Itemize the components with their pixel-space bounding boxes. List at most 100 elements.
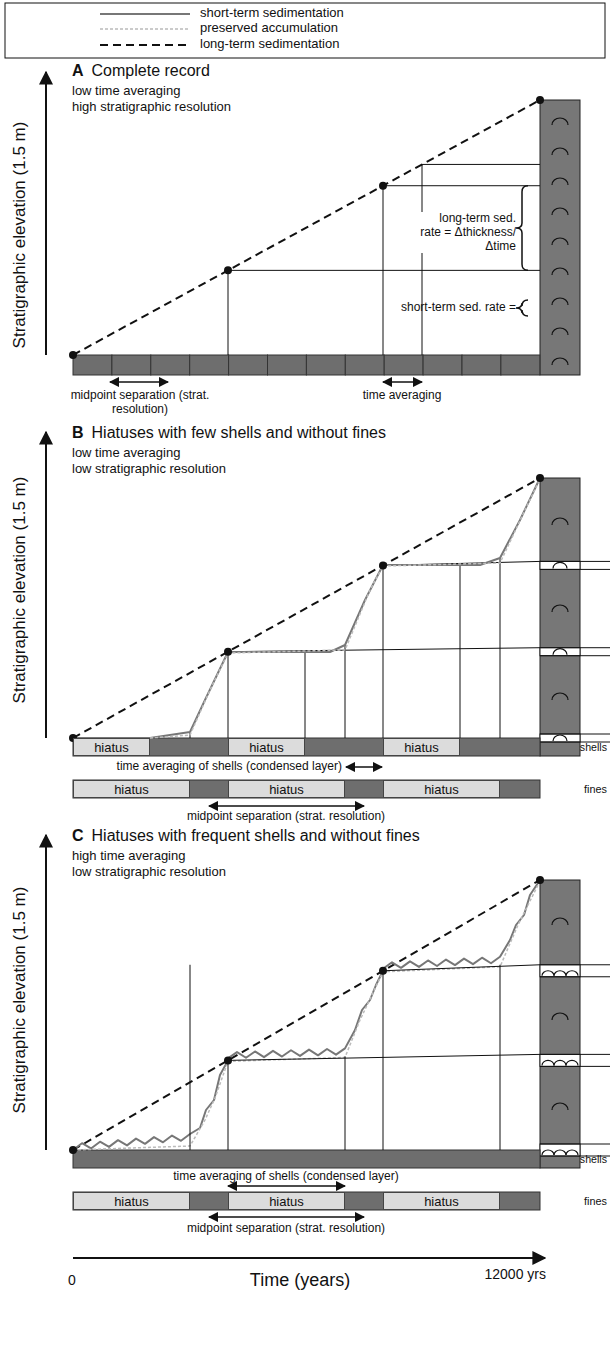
panel-note: high time averaging bbox=[72, 849, 185, 864]
sediment-column bbox=[540, 100, 580, 375]
hiatus-band: hiatus bbox=[228, 738, 305, 756]
shell-symbol bbox=[552, 238, 568, 245]
shell-symbol bbox=[554, 1060, 566, 1065]
y-axis-arrow bbox=[45, 432, 47, 738]
hiatus-band: hiatus bbox=[73, 1192, 190, 1210]
double-arrow bbox=[209, 805, 364, 807]
guide-line bbox=[422, 164, 423, 355]
band-label: hiatus bbox=[269, 1194, 304, 1209]
bar-label: fines bbox=[584, 783, 607, 795]
time-bin bbox=[345, 355, 384, 375]
panel-letter: B bbox=[72, 424, 84, 442]
age-point bbox=[69, 1146, 77, 1154]
shell-bar bbox=[73, 1150, 540, 1168]
shell-symbol bbox=[552, 268, 568, 275]
band-label: hiatus bbox=[249, 740, 284, 755]
panel-title: Complete record bbox=[92, 62, 210, 80]
guide-line bbox=[383, 186, 384, 355]
time-bin bbox=[73, 355, 112, 375]
shell-symbol bbox=[554, 971, 566, 976]
guide-line bbox=[228, 1054, 540, 1060]
hiatus-band: hiatus bbox=[383, 738, 460, 756]
panel-title: Hiatuses with frequent shells and withou… bbox=[92, 827, 420, 845]
short-term-line bbox=[73, 880, 540, 1150]
shell-symbol bbox=[553, 562, 567, 568]
legend-text: preserved accumulation bbox=[200, 21, 338, 36]
shell-symbol bbox=[566, 1060, 578, 1065]
shell-symbol bbox=[552, 693, 568, 700]
band-label: hiatus bbox=[114, 782, 149, 797]
age-point bbox=[536, 96, 544, 104]
guide-line bbox=[540, 647, 610, 648]
guide-line bbox=[305, 652, 306, 738]
time-bin bbox=[229, 355, 268, 375]
band-label: hiatus bbox=[424, 1194, 459, 1209]
time-bin bbox=[462, 355, 501, 375]
y-axis-arrow bbox=[45, 72, 47, 355]
double-arrow bbox=[346, 766, 382, 768]
fines-bar bbox=[73, 780, 540, 798]
age-point bbox=[224, 1056, 232, 1064]
legend-text: short-term sedimentation bbox=[200, 6, 344, 21]
preserved-line bbox=[73, 881, 540, 1150]
shell-symbol bbox=[552, 328, 568, 335]
guide-line bbox=[540, 569, 610, 570]
hiatus-band: hiatus bbox=[73, 738, 150, 756]
condensed-layer bbox=[540, 561, 580, 569]
hiatus-band: hiatus bbox=[383, 1192, 500, 1210]
guide-line bbox=[540, 1144, 610, 1145]
age-point bbox=[379, 561, 387, 569]
panel-note: low stratigraphic resolution bbox=[72, 462, 226, 477]
guide-line bbox=[540, 561, 610, 562]
annotation: long-term sed. rate = Δthickness/Δtime bbox=[418, 212, 516, 253]
hiatus-band: hiatus bbox=[383, 780, 500, 798]
guide-line bbox=[383, 971, 384, 1150]
shell-symbol bbox=[552, 118, 568, 125]
annotation: midpoint separation (strat. resolution) bbox=[126, 1222, 446, 1236]
legend-sample bbox=[100, 13, 190, 15]
panel-note: low stratigraphic resolution bbox=[72, 865, 226, 880]
bar-label: shells bbox=[580, 741, 607, 753]
guide-line bbox=[345, 1056, 346, 1150]
band-label: hiatus bbox=[269, 782, 304, 797]
panel-title: Hiatuses with few shells and without fin… bbox=[92, 424, 386, 442]
y-axis-arrow bbox=[45, 835, 47, 1150]
shell-symbol bbox=[542, 1150, 554, 1155]
age-point bbox=[536, 876, 544, 884]
hiatus-band: hiatus bbox=[228, 780, 345, 798]
guide-line bbox=[228, 1060, 229, 1150]
axis-title: Stratigraphic elevation (1.5 m) bbox=[10, 122, 30, 349]
time-bin bbox=[268, 355, 307, 375]
time-bin bbox=[384, 355, 423, 375]
guide-line bbox=[383, 965, 540, 971]
fines-bar bbox=[73, 1192, 540, 1210]
time-axis-arrow bbox=[73, 1257, 545, 1259]
shell-symbol bbox=[542, 1060, 554, 1065]
annotation: midpoint separation (strat. resolution) bbox=[126, 810, 446, 824]
condensed-layer bbox=[540, 1144, 580, 1156]
band-label: hiatus bbox=[94, 740, 129, 755]
guide-line bbox=[540, 1066, 610, 1067]
shell-symbol bbox=[552, 1103, 568, 1110]
brace bbox=[516, 186, 528, 271]
time-bin bbox=[190, 355, 229, 375]
axis-title: Time (years) bbox=[200, 1270, 400, 1291]
guide-line bbox=[540, 964, 610, 965]
long-term-line bbox=[73, 100, 540, 355]
hiatus-band: hiatus bbox=[228, 1192, 345, 1210]
shell-symbol bbox=[566, 1150, 578, 1155]
age-point bbox=[69, 351, 77, 359]
annotation: time averaging of shells (condensed laye… bbox=[126, 1170, 446, 1184]
axis-tick: 0 bbox=[68, 1272, 76, 1288]
sediment-column bbox=[540, 880, 580, 1168]
guide-line bbox=[345, 645, 346, 738]
shell-symbol bbox=[552, 178, 568, 185]
guide-line bbox=[383, 565, 384, 738]
double-arrow bbox=[383, 381, 422, 383]
guide-line bbox=[228, 652, 229, 738]
age-point bbox=[224, 648, 232, 656]
annotation: time averaging bbox=[352, 389, 452, 403]
long-term-line bbox=[73, 478, 540, 738]
panel-note: low time averaging bbox=[72, 84, 180, 99]
